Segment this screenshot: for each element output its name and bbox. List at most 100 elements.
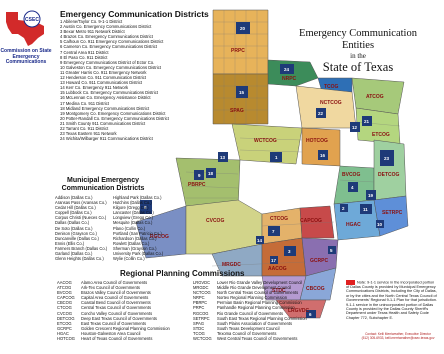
municipal-item: Richardson (Dallas Co.) [113,235,157,241]
district-label-1: 1 [275,155,278,160]
rpc-row: CTCOG Central Texas Council of Government… [57,305,170,310]
region-cbcog [299,267,337,301]
rpc-abbr: HGAC [57,330,69,336]
municipal-item: Glenn Heights (Dallas Co.) [55,256,104,262]
csec-logo: CSEC [6,10,44,46]
rpc-name: South Texas Development Council [217,325,280,331]
map-label-nctcog: NCTCOG [320,100,342,106]
ecd-item: 21 Smith County 911 Communications Distr… [60,120,146,126]
district-label-17: 17 [271,258,277,263]
district-label-5: 5 [330,248,333,253]
district-label-15: 15 [239,90,245,95]
rpc-heading: Regional Planning Commissions [120,269,245,278]
map-label-aacog: AACOG [268,266,287,272]
rpc-name: Rio Grande Council of Governments [217,310,283,316]
contact-line-1: Contact: Kelli Merriweather, Executive D… [365,332,431,336]
rpc-name: Golden Crescent Regional Planning Commis… [81,325,170,331]
rpc-abbr: RGCOG [193,310,209,316]
rpc-name: Deep East Texas Council of Governments [81,315,157,321]
municipal-item: Mesquite (Dallas Co.) [113,220,153,226]
ecd-item: 14 Kerr Co. Emergency 911 Network [60,85,129,91]
note-text: Note: 9-1-1 service in the incorporated … [346,280,438,320]
rpc-abbr: TCOG [193,330,205,336]
map-label-nrpc: NRPC [282,76,297,82]
district-7-area [268,226,280,236]
map-title-line2: in the [350,52,366,60]
ecd-item: 4 Brazos Co. Emergency Communications Di… [60,34,153,40]
district-label-8: 8 [144,205,147,210]
rpc-abbr: BVCOG [57,290,72,296]
map-label-gcrpc: GCRPC [310,258,328,264]
rpc-row: RGCOG Rio Grande Council of Governments [193,311,307,316]
municipal-item: Portland (San Patricio Co.) [113,230,162,236]
region-prpc [212,9,269,75]
rpc-abbr: PBRPC [193,300,208,306]
rpc-name: South Plains Association of Governments [217,320,293,326]
region-capcog [299,205,335,239]
municipal-item: Wylie (Collin Co.) [113,256,145,262]
district-number-labels: 20 15 24 18 9 13 1 8 22 12 21 23 16 7 4 … [144,26,390,317]
region-nctcog [295,85,357,129]
ecd-item: 18 Midland Emergency Communications Dist… [60,105,150,111]
map-label-tcog: TCOG [324,84,339,90]
municipal-item: Cedar Hill (Dallas Co.) [55,205,96,211]
municipal-item: Dallas (Dallas Co.) [55,220,90,226]
ecd-item: 17 Medina Co. 911 District [60,100,110,106]
ecd-heading: Emergency Communication Districts [60,9,209,19]
rpc-abbr: PRPC [193,305,205,311]
rpc-name: West Central Texas Council of Government… [217,336,298,342]
district-23-area [380,150,394,166]
municipal-item: Kilgore (Gregg Co.) [113,205,149,211]
municipal-item: Duncanville (Dallas Co.) [55,235,99,241]
rpc-row: PRPC Panhandle Regional Planning Commissi… [193,305,307,310]
rpc-name: Panhandle Regional Planning Commission [217,305,295,311]
map-label-bvcog: BVCOG [342,172,360,178]
municipal-item: Highland Park (Dallas Co.) [113,195,162,200]
rpc-name: Coastal Bend Council of Governments [81,300,151,306]
rpc-name: Central Texas Council of Governments [81,305,152,311]
district-9-area [194,170,204,180]
district-17-area [270,256,278,264]
district-14-area [256,236,264,244]
region-setrpc [373,195,409,237]
rpc-abbr: NCTCOG [193,290,211,296]
map-label-spag: SPAG [230,108,244,114]
municipal-item: Ennis (Ellis Co.) [55,240,85,246]
map-label-pbrpc: PBRPC [188,182,206,188]
dallas-note: Note: 9-1-1 service in the incorporated … [346,280,438,320]
district-label-10: 10 [377,222,383,227]
ecd-item: 11 Greater Harris Co. 911 Emergency Netw… [60,69,147,75]
rpc-abbr: CTCOG [57,305,72,311]
district-label-7: 7 [272,229,275,234]
rpc-name: Middle Rio Grande Development Council [217,285,292,291]
municipal-item: Farmers Branch (Dallas Co.) [55,245,108,251]
contact-info: Contact: Kelli Merriweather, Executive D… [358,332,438,341]
district-19-area [366,190,376,200]
rpc-abbr: SETRPC [193,315,210,321]
district-21-area [362,116,372,126]
texas-outline-icon [6,12,44,46]
logo-seal-icon [23,10,41,28]
district-3-area [284,246,296,256]
district-label-23: 23 [384,156,390,161]
region-labels: PRPC NRPC SPAG TCOG ATCOG NCTCOG PBRPC W… [150,48,403,314]
municipal-column-2: Highland Park (Dallas Co.) Hutchins (Dal… [113,195,173,261]
district-1-area [270,152,282,162]
map-title-line3: State of Texas [322,60,394,74]
region-detcog [373,139,407,201]
municipal-item: Garland (Dallas Co.) [55,251,93,257]
map-label-stdc: STDC [272,288,286,294]
district-22-area [316,108,326,118]
ecd-list: 1 Abilene/Taylor Co. 9-1-1 District 2 Au… [60,19,210,141]
district-5-area [328,246,336,254]
district-label-6: 6 [309,312,312,317]
